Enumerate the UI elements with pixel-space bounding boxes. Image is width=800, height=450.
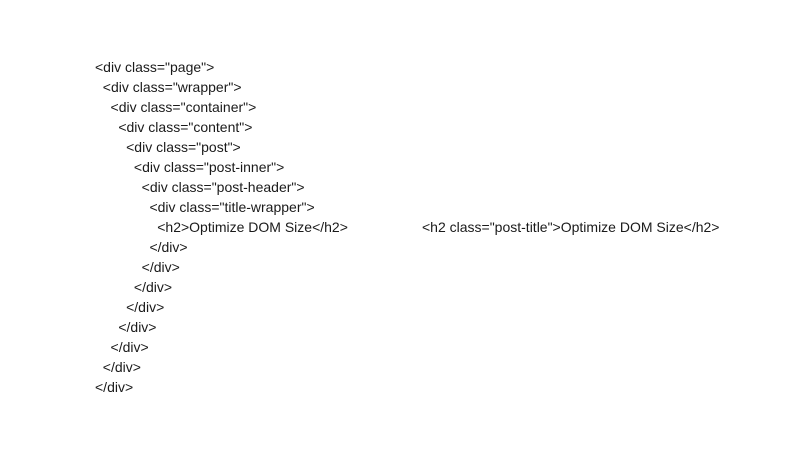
nested-code-line: </div> [95, 279, 173, 295]
nested-code-line: <div class="post-header"> [95, 179, 305, 195]
nested-code-line: <div class="content"> [95, 119, 253, 135]
nested-code-line: </div> [95, 239, 188, 255]
nested-code-line: <h2>Optimize DOM Size</h2> [95, 219, 348, 235]
nested-code-line: </div> [95, 379, 134, 395]
flattened-code-line: <h2 class="post-title">Optimize DOM Size… [422, 219, 720, 235]
nested-code-line: <div class="post"> [95, 139, 241, 155]
nested-code-line: <div class="page"> [95, 59, 215, 75]
nested-code-line: <div class="container"> [95, 99, 257, 115]
flattened-dom-code-block: <h2 class="post-title">Optimize DOM Size… [422, 217, 719, 237]
nested-code-line: </div> [95, 359, 141, 375]
nested-code-line: <div class="wrapper"> [95, 79, 242, 95]
nested-code-line: <div class="title-wrapper"> [95, 199, 315, 215]
nested-code-line: </div> [95, 339, 149, 355]
nested-dom-code-block: <div class="page"> <div class="wrapper">… [95, 57, 348, 397]
nested-code-line: </div> [95, 299, 165, 315]
nested-code-line: </div> [95, 319, 157, 335]
nested-code-line: </div> [95, 259, 180, 275]
nested-code-line: <div class="post-inner"> [95, 159, 285, 175]
